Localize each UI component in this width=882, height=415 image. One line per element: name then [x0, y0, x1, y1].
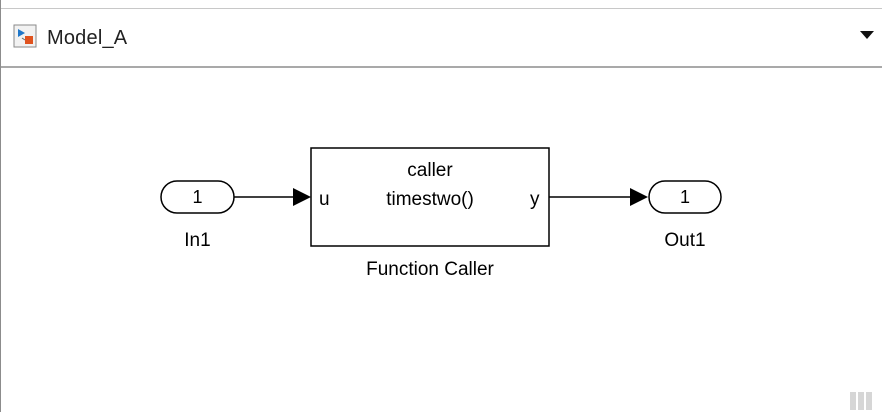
- function-caller-block[interactable]: caller timestwo() u y: [310, 147, 550, 247]
- simulink-model-icon[interactable]: [13, 24, 37, 48]
- outport-block[interactable]: 1: [648, 180, 722, 214]
- function-caller-line2: timestwo(): [386, 189, 474, 210]
- model-name-breadcrumb[interactable]: Model_A: [47, 27, 128, 49]
- output-port-label: y: [530, 189, 540, 210]
- outport-number: 1: [680, 187, 690, 207]
- inport-number: 1: [192, 187, 202, 207]
- signal-line-in[interactable]: [234, 188, 311, 206]
- function-caller-label: Function Caller: [366, 259, 494, 280]
- inport-block[interactable]: 1: [160, 180, 235, 214]
- model-canvas[interactable]: 1 In1 caller timestwo() u y Function Cal…: [1, 68, 882, 412]
- function-caller-line1: caller: [407, 160, 453, 181]
- input-port-label: u: [319, 189, 330, 210]
- inport-label: In1: [184, 230, 210, 251]
- signal-line-out[interactable]: [549, 188, 648, 206]
- resize-grip-icon[interactable]: [850, 392, 878, 410]
- model-breadcrumb-bar: [1, 8, 882, 68]
- dropdown-arrow-icon[interactable]: [860, 31, 874, 39]
- outport-label: Out1: [664, 230, 705, 251]
